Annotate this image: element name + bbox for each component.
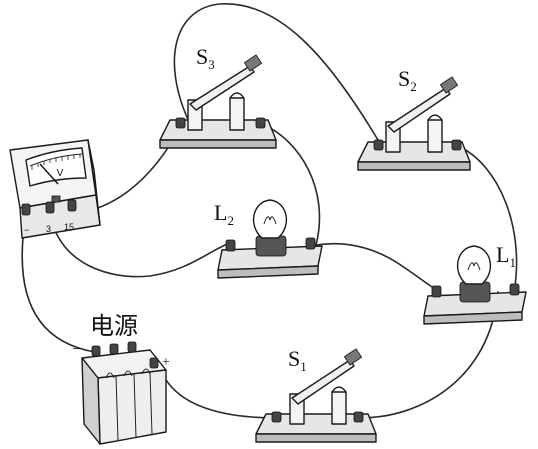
switch-s2-handle[interactable] — [439, 76, 459, 94]
switch-s2-terminal-right[interactable] — [451, 139, 462, 151]
lamp-l1[interactable] — [423, 245, 527, 325]
switch-s2-right-post — [427, 119, 443, 153]
voltmeter-needle — [39, 163, 59, 185]
lamp-l2[interactable] — [217, 199, 323, 279]
voltmeter-scale-arc — [29, 153, 83, 167]
label-l1: L1 — [496, 242, 516, 270]
battery-terminal-1[interactable] — [91, 345, 101, 357]
lamp-l2-terminal-right[interactable] — [305, 237, 316, 250]
battery-cell-caps — [105, 368, 151, 379]
lamp-l1-base-front — [423, 311, 523, 325]
lamp-l2-base-front — [217, 265, 319, 279]
voltmeter-terminal-label-15: 15 — [64, 222, 74, 232]
wire-s2-to-l1 — [457, 145, 518, 293]
label-s1: S1 — [288, 346, 307, 374]
battery-pack[interactable] — [81, 341, 167, 445]
wire-voltmeter-to-l2 — [49, 213, 231, 278]
voltmeter-zero-adjust[interactable] — [51, 195, 61, 203]
switch-s2-base-front — [357, 161, 471, 171]
voltmeter-terminal-label-minus: − — [24, 225, 29, 235]
switch-s1-clip — [331, 386, 347, 393]
label-s2: S2 — [398, 66, 417, 94]
voltmeter-unit: V — [57, 168, 64, 179]
wire-l2-to-l1 — [315, 242, 438, 291]
lamp-l2-filament — [263, 216, 277, 225]
battery-plus-label: + — [162, 355, 170, 370]
label-s3: S3 — [196, 44, 215, 72]
voltmeter-scale — [25, 147, 87, 187]
lamp-l2-socket — [255, 235, 287, 257]
battery-terminal-2[interactable] — [109, 343, 119, 355]
wire-battery-to-s1 — [159, 367, 279, 419]
switch-s2-blade[interactable] — [387, 87, 451, 133]
switch-s1-terminal-left[interactable] — [271, 411, 282, 423]
switch-s1-terminal-right[interactable] — [353, 411, 364, 423]
switch-s3-terminal-right[interactable] — [255, 117, 266, 129]
wire-s3-to-l2 — [261, 123, 321, 246]
voltmeter-terminal-minus[interactable] — [21, 203, 31, 216]
battery-cell-divider-3 — [149, 371, 153, 435]
switch-s3[interactable] — [159, 54, 277, 149]
lamp-l1-socket — [459, 281, 491, 303]
switch-s1-handle[interactable] — [343, 348, 363, 366]
voltmeter-terminal-15[interactable] — [67, 199, 77, 212]
wire-top-arc-to-s2 — [173, 3, 379, 141]
switch-s2[interactable] — [357, 76, 471, 171]
switch-s3-right-post — [229, 97, 245, 131]
battery-minus-label: − — [72, 341, 81, 358]
voltmeter-ticks — [31, 154, 81, 170]
switch-s1-blade[interactable] — [291, 359, 355, 405]
switch-s3-clip — [229, 92, 245, 99]
lamp-l1-terminal-left[interactable] — [431, 285, 442, 298]
battery-cell-divider-1 — [115, 375, 119, 441]
switch-s1[interactable] — [255, 348, 377, 443]
lamp-l1-terminal-right[interactable] — [509, 283, 520, 296]
switch-s3-handle[interactable] — [243, 54, 263, 72]
switch-s2-clip — [427, 114, 443, 121]
switch-s2-terminal-left[interactable] — [373, 139, 384, 151]
voltmeter[interactable]: V − 3 15 — [9, 139, 101, 239]
voltmeter-terminal-3[interactable] — [45, 201, 55, 214]
label-power-source: 电源 — [90, 312, 138, 340]
switch-s3-terminal-left[interactable] — [175, 117, 186, 129]
battery-front — [97, 369, 167, 445]
voltmeter-terminal-label-3: 3 — [46, 224, 51, 234]
switch-s1-base-front — [255, 433, 377, 443]
lamp-l2-terminal-left[interactable] — [225, 239, 236, 252]
battery-terminal-4[interactable] — [149, 357, 159, 369]
switch-s1-right-post — [331, 391, 347, 425]
voltmeter-side — [87, 139, 101, 226]
battery-side — [81, 357, 101, 445]
battery-cell-divider-2 — [133, 373, 137, 438]
wire-s1-to-l1 — [359, 291, 499, 419]
lamp-l1-filament — [467, 262, 481, 271]
label-l2: L2 — [214, 200, 234, 228]
switch-s3-blade[interactable] — [189, 65, 255, 111]
battery-terminal-3[interactable] — [127, 341, 137, 353]
switch-s3-base-front — [159, 139, 277, 149]
